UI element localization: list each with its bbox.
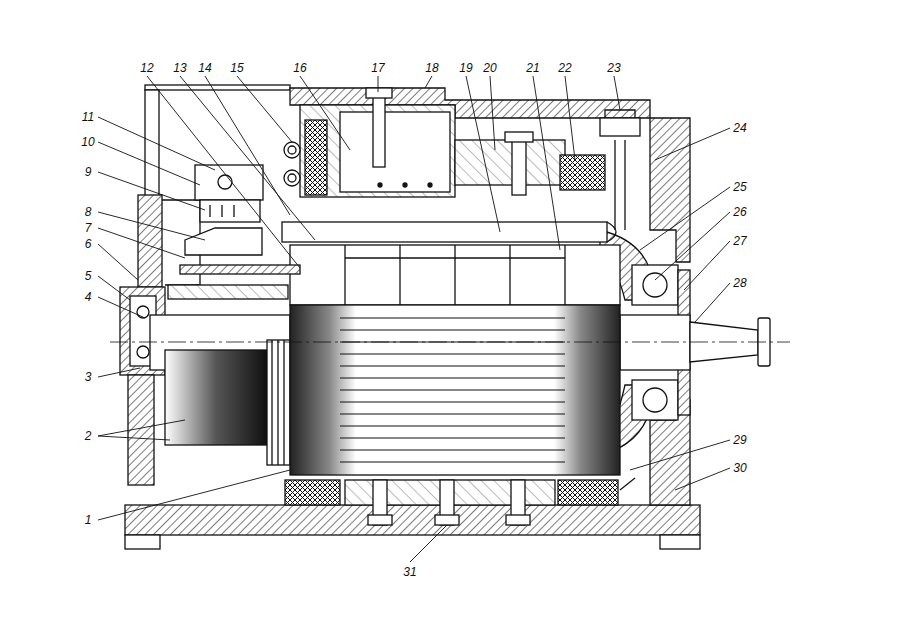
callout-number: 5 [83, 269, 94, 283]
callout-number: 9 [83, 165, 94, 179]
callout-number: 28 [731, 276, 748, 290]
callout-number: 3 [83, 370, 94, 384]
callout-number: 6 [83, 237, 94, 251]
callout-number: 29 [731, 433, 748, 447]
callout-number: 11 [80, 110, 96, 124]
callout-number: 31 [401, 565, 418, 579]
callout-number: 18 [423, 61, 440, 75]
callout-number: 10 [79, 135, 96, 149]
callout-number: 7 [83, 221, 94, 235]
callout-number: 27 [731, 234, 748, 248]
callout-number: 14 [196, 61, 213, 75]
callout-number: 2 [83, 429, 94, 443]
callout-number: 21 [524, 61, 541, 75]
callout-number: 15 [228, 61, 245, 75]
callout-number: 24 [731, 121, 748, 135]
callout-number: 8 [83, 205, 94, 219]
callout-number: 23 [605, 61, 622, 75]
callout-number: 25 [731, 180, 748, 194]
callout-number: 12 [138, 61, 155, 75]
callout-number: 22 [556, 61, 573, 75]
callout-number: 20 [481, 61, 498, 75]
callout-number: 26 [731, 205, 748, 219]
callout-number: 17 [369, 61, 386, 75]
callout-number: 4 [83, 290, 94, 304]
callout-number: 30 [731, 461, 748, 475]
callout-number: 1 [83, 513, 94, 527]
callout-number: 19 [457, 61, 474, 75]
leader-lines [98, 76, 730, 562]
callout-number: 16 [291, 61, 308, 75]
callout-number: 13 [171, 61, 188, 75]
